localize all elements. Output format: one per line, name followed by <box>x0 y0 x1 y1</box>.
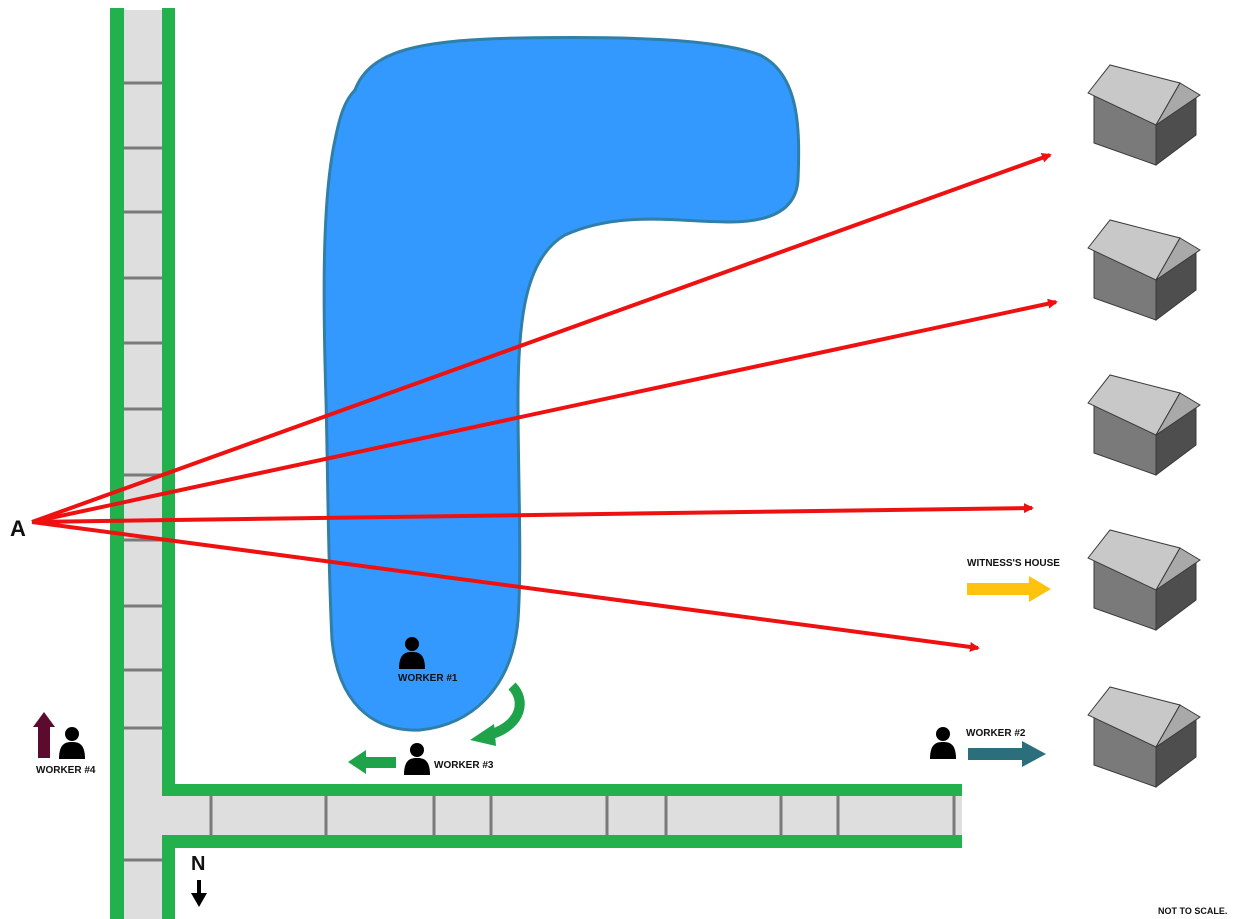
worker-3-person-icon <box>404 743 430 775</box>
worker-1-label: WORKER #1 <box>398 673 458 684</box>
house-icon <box>1087 686 1201 788</box>
worker-2-person-icon <box>930 727 956 759</box>
sightline-2 <box>31 298 1058 524</box>
house-icon <box>1087 219 1201 321</box>
worker-2-label: WORKER #2 <box>966 728 1026 739</box>
sightline-1 <box>31 153 1052 524</box>
houses-group <box>1087 64 1201 788</box>
worker-1-person-icon <box>399 637 425 669</box>
worker-2-arrow-icon <box>968 741 1046 767</box>
house-icon <box>1087 64 1201 166</box>
north-arrow-icon <box>191 880 207 907</box>
north-label: N <box>191 853 206 875</box>
worker-4-person-icon <box>59 727 85 759</box>
curved-arrow-icon <box>470 682 525 746</box>
worker-3-arrow-icon <box>348 750 396 774</box>
sightlines <box>31 153 1058 652</box>
sightline-4 <box>31 520 980 652</box>
witness-house-label: WITNESS'S HOUSE <box>967 558 1060 569</box>
scale-note: NOT TO SCALE. <box>1158 906 1228 916</box>
worker-3-label: WORKER #3 <box>434 760 494 771</box>
witness-arrow-icon <box>967 576 1051 602</box>
vertical-road <box>110 8 175 919</box>
worker-4-arrow-icon <box>33 712 55 758</box>
house-icon <box>1087 374 1201 476</box>
people-group <box>59 637 956 775</box>
horizontal-road <box>124 784 962 848</box>
pond <box>322 36 801 732</box>
house-icon <box>1087 529 1201 631</box>
point-a-label: A <box>10 516 26 541</box>
sightline-3 <box>31 503 1034 524</box>
worker-4-label: WORKER #4 <box>36 765 96 776</box>
